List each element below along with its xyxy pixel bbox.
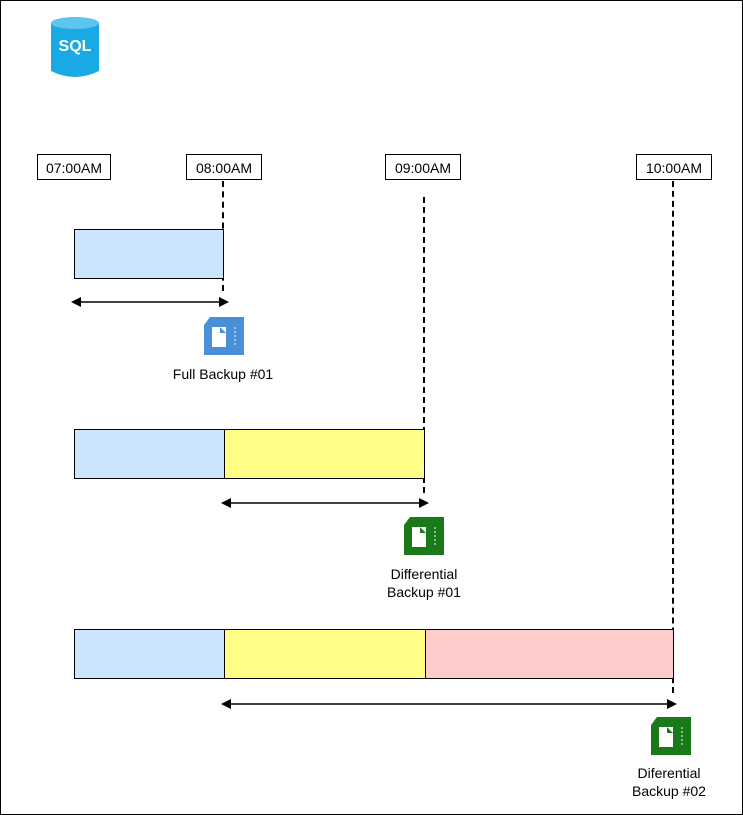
backup-file-icon (204, 317, 244, 355)
full-backup-bar (74, 229, 224, 279)
marker-0900 (423, 197, 425, 493)
time-label-0700: 07:00AM (37, 154, 111, 180)
row2-diff1-segment (224, 429, 425, 479)
diff1-caption-line1: Differential (390, 566, 458, 582)
row3-full-segment (74, 629, 225, 679)
diff2-caption-line1: Diferential (637, 765, 701, 781)
sql-logo-text: SQL (58, 38, 92, 55)
diff2-caption: Diferential Backup #02 (599, 764, 739, 800)
full-backup-span-arrow (71, 297, 229, 307)
row2-full-segment (74, 429, 225, 479)
diff2-span-arrow (221, 699, 677, 709)
diff1-span-arrow (221, 498, 429, 508)
time-label-0900: 09:00AM (385, 154, 461, 180)
backup-file-icon (404, 517, 444, 555)
time-label-1000: 10:00AM (636, 154, 712, 180)
diff1-caption: Differential Backup #01 (354, 565, 494, 601)
sql-database-icon: SQL (51, 15, 99, 79)
marker-1000 (672, 181, 674, 693)
diff1-caption-line2: Backup #01 (387, 584, 461, 600)
backup-file-icon (651, 717, 691, 755)
full-backup-caption: Full Backup #01 (172, 366, 274, 382)
row3-diff2-segment (425, 629, 674, 679)
diff2-caption-line2: Backup #02 (632, 783, 706, 799)
time-label-0800: 08:00AM (186, 154, 262, 180)
row3-diff1-segment (224, 629, 426, 679)
